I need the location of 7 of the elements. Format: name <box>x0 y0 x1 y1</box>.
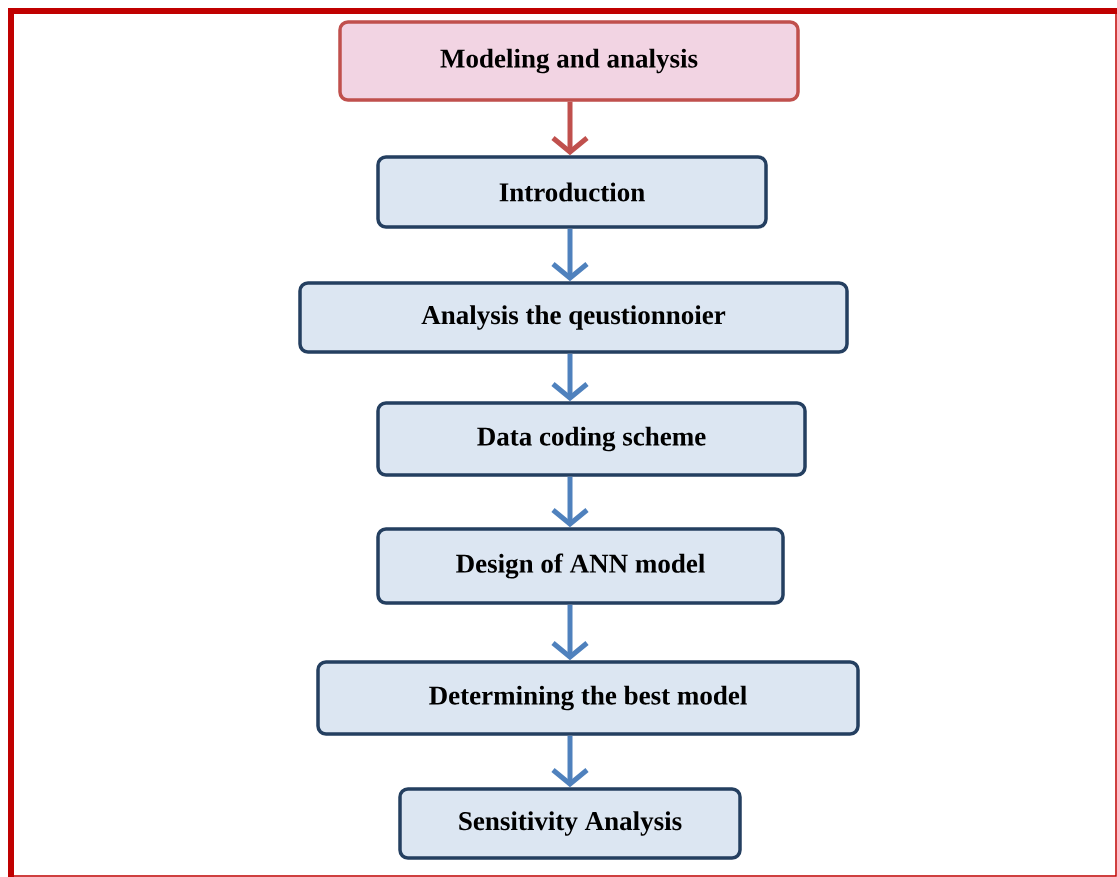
process-box: Data coding scheme <box>376 401 807 477</box>
title-box: Modeling and analysis <box>338 20 800 102</box>
process-box: Design of ANN model <box>376 527 785 605</box>
process-box: Introduction <box>376 155 768 229</box>
process-box: Determining the best model <box>316 660 860 736</box>
process-box: Sensitivity Analysis <box>398 787 742 860</box>
process-box: Analysis the qeustionnoier <box>298 281 849 354</box>
